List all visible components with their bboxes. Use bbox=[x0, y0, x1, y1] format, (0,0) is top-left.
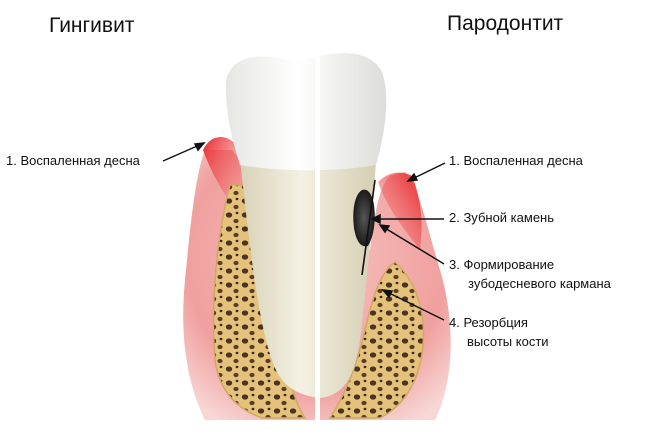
arrow-right-4 bbox=[382, 289, 445, 321]
label-right-inflamed-gum: 1. Воспаленная десна bbox=[449, 153, 583, 168]
arrowhead-right-4 bbox=[381, 289, 394, 299]
heading-periodontitis: Пародонтит bbox=[447, 12, 564, 35]
arrowhead-left-1 bbox=[193, 142, 206, 152]
pocket-depth-line bbox=[361, 179, 376, 276]
arrowhead-right-3 bbox=[378, 224, 391, 234]
arrow-right-3 bbox=[379, 224, 445, 265]
arrowhead-right-1 bbox=[406, 172, 419, 182]
label-right-calculus: 2. Зубной камень bbox=[449, 210, 555, 225]
label-right-bone-resorption-line2: высоты кости bbox=[467, 334, 549, 349]
right-alveolar-bone bbox=[328, 261, 425, 419]
right-inflamed-gum bbox=[378, 172, 422, 250]
label-right-pocket-line2: зубодесневого кармана bbox=[468, 276, 611, 291]
center-divider bbox=[315, 40, 320, 440]
heading-gingivitis: Гингивит bbox=[49, 14, 135, 37]
tooth-root bbox=[240, 160, 376, 398]
label-right-bone-resorption-line1: 4. Резорбция bbox=[449, 315, 528, 330]
label-right-pocket-line1: 3. Формирование bbox=[449, 257, 555, 272]
dental-calculus bbox=[353, 189, 375, 247]
tooth-crown bbox=[225, 53, 387, 171]
arrowhead-right-2 bbox=[370, 213, 381, 225]
label-left-inflamed-gum: 1. Воспаленная десна bbox=[6, 153, 140, 168]
